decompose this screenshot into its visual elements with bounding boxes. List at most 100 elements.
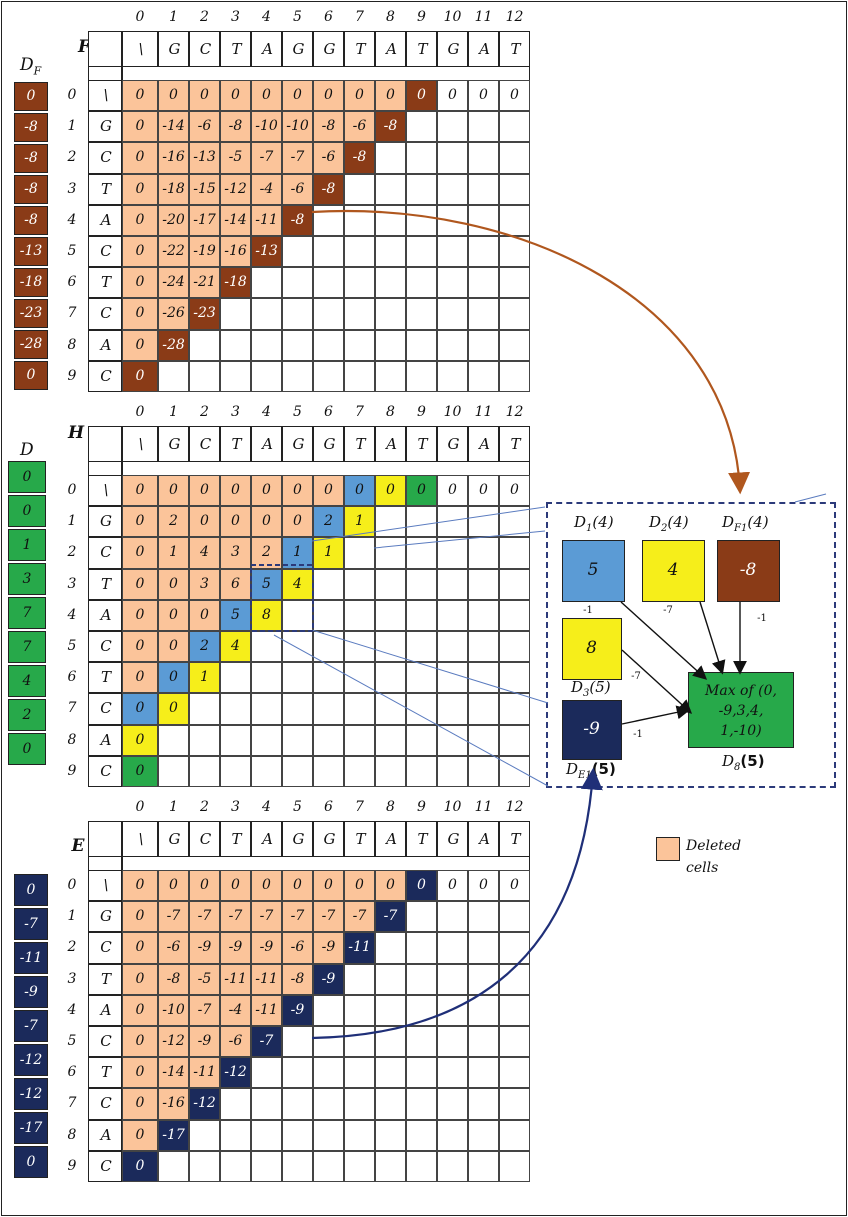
grid-cell: [437, 1088, 468, 1120]
row-index: 7: [67, 305, 77, 322]
grid-cell: [468, 724, 499, 756]
grid-cell: -5: [189, 963, 220, 995]
grid-cell: [437, 693, 468, 725]
cell-value: 1: [355, 513, 364, 530]
grid-cell: 2: [251, 537, 282, 569]
grid-cell: [375, 1088, 406, 1120]
grid-cell: [344, 173, 375, 205]
grid-cell: 0: [158, 631, 189, 663]
grid-cell: [468, 298, 499, 330]
cell-value: 0: [135, 1126, 145, 1143]
cell-value: 0: [135, 638, 145, 654]
grid-cell: [437, 963, 468, 995]
grid-cell: -9: [189, 1026, 220, 1058]
grid-cell: [468, 963, 499, 995]
col-number: 6: [324, 404, 333, 420]
cell-value: 0: [169, 606, 178, 623]
d2-box-value: 4: [667, 560, 679, 580]
grid-cell: [313, 599, 344, 631]
table-label-f: F: [77, 37, 91, 57]
grid-cell: [437, 932, 468, 964]
grid-cell: [375, 360, 406, 392]
cell-value: -7: [197, 1001, 212, 1018]
cell-value: 0: [135, 243, 145, 259]
col-number: 1: [169, 404, 178, 420]
grid-cell: [375, 1119, 406, 1151]
seq-top-letter: G: [447, 435, 460, 453]
grid-cell: [220, 1150, 251, 1182]
cell-value: -6: [290, 939, 305, 956]
cell-value: 0: [135, 367, 145, 384]
side-vector-value: 0: [22, 503, 32, 519]
col-number: 11: [474, 799, 493, 815]
seq-top-cell: T: [499, 31, 530, 67]
df1-label-sub: F1: [734, 523, 748, 534]
side-vector-value: 1: [22, 537, 32, 553]
grid-cell: [313, 1150, 344, 1182]
seq-top-cell: T: [499, 821, 530, 857]
grid-cell: 0: [189, 80, 220, 112]
grid-cell: -23: [189, 298, 220, 330]
cell-value: 4: [231, 638, 240, 654]
cell-value: -9: [197, 1033, 212, 1049]
seq-top-letter: T: [510, 435, 521, 453]
grid-cell: -9: [313, 932, 344, 964]
grid-cell: [282, 1026, 313, 1058]
grid-cell: [499, 1150, 530, 1182]
grid-cell: -8: [282, 204, 313, 236]
row-index: 7: [67, 700, 77, 717]
grid-cell: [375, 1057, 406, 1089]
grid-cell: [437, 599, 468, 631]
grid-cell: 0: [406, 475, 437, 507]
grid-cell: [220, 1119, 251, 1151]
side-vector-cell: -28: [14, 330, 48, 359]
side-vector-value: -28: [19, 336, 43, 352]
side-vector-label: D: [20, 440, 34, 460]
grid-cell: [468, 267, 499, 299]
d3-label-sub: 3: [583, 688, 590, 699]
cell-value: -14: [162, 118, 185, 135]
grid-cell: [437, 1026, 468, 1058]
grid-cell: [499, 360, 530, 392]
grid-cell: [375, 568, 406, 600]
cell-value: -9: [321, 970, 336, 987]
grid-cell: [437, 568, 468, 600]
cell-value: -10: [255, 118, 278, 135]
seq-top-cell: G: [313, 821, 344, 857]
seq-left-cell: A: [88, 1119, 122, 1151]
grid-cell: [282, 1150, 313, 1182]
grid-cell: 0: [122, 599, 158, 631]
side-vector-cell: 4: [8, 665, 46, 697]
grid-cell: [344, 994, 375, 1026]
cell-value: 5: [231, 606, 240, 623]
seq-gap-top: [122, 462, 530, 475]
seq-top-cell: \: [122, 426, 158, 462]
seq-top-letter: G: [168, 435, 181, 453]
d2-label-sub: 2: [661, 523, 668, 534]
cell-value: -11: [255, 970, 278, 987]
grid-cell: 0: [220, 506, 251, 538]
grid-cell: [313, 994, 344, 1026]
grid-cell: [468, 599, 499, 631]
grid-cell: -28: [158, 329, 189, 361]
seq-left-letter: A: [100, 730, 112, 749]
grid-cell: [344, 1119, 375, 1151]
grid-cell: -8: [344, 142, 375, 174]
seq-left-letter: A: [100, 605, 112, 624]
cell-value: 0: [135, 211, 145, 228]
grid-cell: 0: [375, 80, 406, 112]
table-label-e: E: [71, 836, 85, 856]
grid-cell: [313, 1088, 344, 1120]
cell-value: 0: [324, 482, 333, 498]
seq-left-letter: T: [100, 574, 111, 593]
cell-value: -13: [255, 243, 278, 259]
row-index: 3: [67, 180, 77, 197]
grid-cell: [406, 631, 437, 663]
cell-value: 0: [355, 482, 364, 498]
grid-cell: [406, 111, 437, 143]
col-number: 8: [386, 9, 395, 25]
grid-cell: [499, 994, 530, 1026]
cell-value: 0: [135, 336, 145, 353]
legend-text-2: cells: [686, 860, 719, 876]
grid-cell: [468, 142, 499, 174]
